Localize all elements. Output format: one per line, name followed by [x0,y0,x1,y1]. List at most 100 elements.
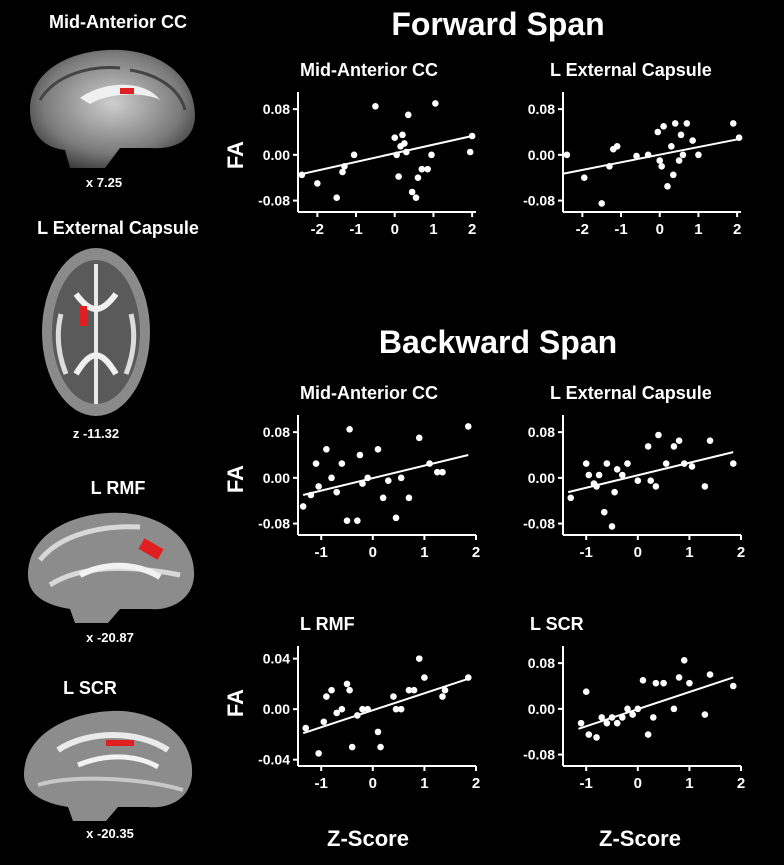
x-tick-label: 0 [391,221,399,238]
data-point [729,460,737,467]
y-tick-label: 0.08 [528,424,555,440]
x-tick-label: 1 [694,221,702,238]
data-point [364,474,371,482]
data-point [346,425,353,433]
data-point [675,674,683,681]
data-point [338,460,346,467]
data-point [658,162,665,170]
y-tick-label: -0.04 [258,752,290,768]
data-point [323,693,330,700]
data-point [582,460,590,467]
brain-image-sagittal-rmf [28,512,195,623]
x-tick-label: 0 [369,775,377,792]
brain-label-4: L SCR [63,678,117,698]
y-tick-label: 0.00 [528,470,555,486]
data-point [689,137,696,144]
data-point [608,714,616,721]
data-point [415,655,423,662]
data-point [339,168,346,176]
data-point [629,711,636,718]
data-point [466,148,474,156]
panel-title: L RMF [300,614,355,634]
data-point [634,477,642,485]
x-tick-label: 2 [733,221,741,238]
panel-title: L SCR [530,614,584,634]
x-tick-label: -1 [614,221,627,238]
brain-coord-2: z -11.32 [72,426,120,441]
data-point [333,709,340,717]
x-tick-label: -1 [349,221,362,238]
data-point [680,460,688,467]
data-point [464,423,472,430]
data-point [654,128,662,136]
data-point [390,693,397,700]
data-point [421,674,428,681]
data-point [567,494,575,502]
y-tick-label: 0.00 [528,147,555,163]
data-point [412,194,420,202]
data-point [611,488,618,496]
x-tick-label: 2 [737,544,745,561]
y-tick-label: 0.08 [528,655,555,671]
data-point [670,443,678,450]
panel-title: Mid-Anterior CC [300,60,438,80]
data-point [669,171,677,179]
data-point [395,173,402,180]
data-point [439,693,446,700]
regression-line [578,676,734,730]
data-point [677,131,685,139]
data-point [379,494,387,502]
data-point [619,714,626,721]
x-tick-label: 1 [685,544,693,561]
y-tick-label: 0.00 [263,147,290,163]
y-tick-label: -0.08 [523,747,555,763]
data-point [593,734,600,741]
data-point [426,460,433,467]
data-point [374,728,382,736]
data-point [405,494,413,502]
data-point [613,719,621,727]
x-tick-label: 1 [685,775,693,792]
data-point [656,157,664,164]
data-point [706,671,714,678]
data-point [314,180,321,187]
y-tick-label: 0.08 [528,101,555,117]
data-point [315,483,322,490]
data-point [364,705,371,713]
data-point [401,140,408,147]
x-axis-label-left: Z-Score [327,826,409,851]
data-point [670,705,678,713]
data-point [647,477,655,485]
x-tick-label: 1 [420,544,428,561]
data-point [356,451,364,459]
data-point [439,468,446,476]
y-tick-label: -0.08 [523,193,555,209]
brain-label-3: L RMF [90,478,146,498]
brain-image-sagittal-cc [30,49,195,168]
x-tick-label: -2 [576,221,589,238]
x-tick-label: 1 [420,775,428,792]
data-point [354,517,361,525]
data-point [649,714,657,721]
x-tick-label: 2 [472,544,480,561]
y-tick-label: 0.08 [263,424,290,440]
data-point [441,686,449,694]
data-point [403,148,410,156]
data-point [359,480,366,487]
data-point [701,483,709,490]
data-point [613,142,621,150]
data-point [392,514,400,522]
data-point [624,460,631,467]
data-point [634,705,642,713]
data-point [392,705,400,713]
data-point [315,750,322,757]
data-point [662,460,670,467]
data-point [346,686,353,694]
data-point [668,142,675,150]
x-tick-label: -1 [315,775,328,792]
brain-label-2: L External Capsule [37,218,199,238]
